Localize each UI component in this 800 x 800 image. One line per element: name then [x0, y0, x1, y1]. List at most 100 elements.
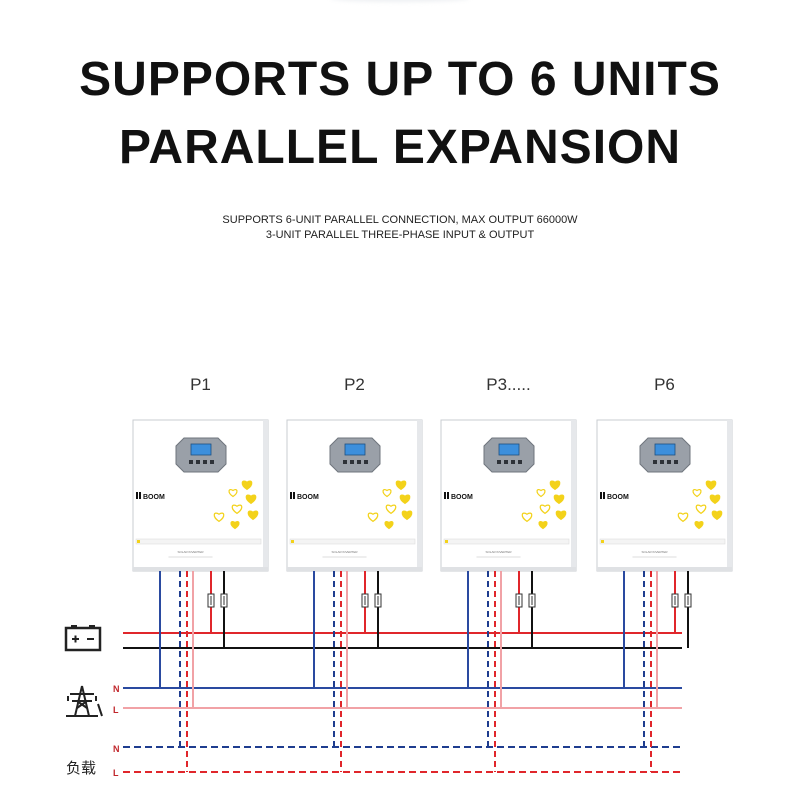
headline-line-1: SUPPORTS UP TO 6 UNITS [79, 53, 721, 106]
inverter-bottom-edge [597, 567, 732, 571]
panel-button [653, 460, 657, 464]
logo-mark [600, 492, 602, 499]
warning-label-icon [289, 538, 416, 545]
heart-cluster-icon [539, 504, 551, 515]
warning-label-icon [135, 538, 262, 545]
heart-cluster-icon [382, 489, 392, 498]
unit-label: P3..... [486, 375, 530, 394]
panel-button [511, 460, 515, 464]
panel-button [203, 460, 207, 464]
heart-cluster-icon [245, 494, 257, 505]
logo-mark [139, 492, 141, 499]
heart-cluster-icon [709, 494, 721, 505]
panel-button [350, 460, 354, 464]
panel-button [357, 460, 361, 464]
inverter-side-edge [417, 420, 422, 571]
warning-triangle [445, 540, 448, 543]
grid-n-letter: N [113, 684, 120, 694]
panel-button [518, 460, 522, 464]
heart-cluster-icon [711, 510, 723, 521]
inverter-side-edge [727, 420, 732, 571]
inverter-bottom-edge [133, 567, 268, 571]
brand-logo: BOOM [297, 494, 319, 501]
inverter-bottom-edge [287, 567, 422, 571]
heart-cluster-icon [399, 494, 411, 505]
warning-triangle [137, 540, 140, 543]
warning-triangle [291, 540, 294, 543]
panel-button [364, 460, 368, 464]
panel-button [504, 460, 508, 464]
logo-mark [447, 492, 449, 499]
logo-mark [603, 492, 605, 499]
brand-logo: BOOM [607, 494, 629, 501]
warning-label-icon [599, 538, 726, 545]
logo-mark [444, 492, 446, 499]
panel-button [660, 460, 664, 464]
heart-cluster-icon [677, 512, 689, 523]
heart-cluster-icon [384, 521, 394, 530]
unit-label: P6 [654, 375, 675, 394]
panel-button [497, 460, 501, 464]
unit-label: P2 [344, 375, 365, 394]
inverter-side-edge [571, 420, 576, 571]
heart-cluster-icon [241, 480, 253, 491]
warning-triangle [601, 540, 604, 543]
model-label: SOLAR INVERTER [177, 550, 204, 554]
lcd-screen-icon [344, 443, 366, 456]
subheadline-line-2: 3-UNIT PARALLEL THREE-PHASE INPUT & OUTP… [265, 229, 535, 241]
logo-mark [136, 492, 138, 499]
logo-mark [293, 492, 295, 499]
heart-cluster-icon [367, 512, 379, 523]
grid-l-letter: L [113, 705, 119, 715]
inverter-side-edge [263, 420, 268, 571]
model-label: SOLAR INVERTER [331, 550, 358, 554]
wires-layer [123, 571, 692, 773]
heart-cluster-icon [553, 494, 565, 505]
model-label: SOLAR INVERTER [485, 550, 512, 554]
heart-cluster-icon [213, 512, 225, 523]
logo-mark [290, 492, 292, 499]
heart-cluster-icon [247, 510, 259, 521]
top-shadow [330, 0, 470, 2]
heart-cluster-icon [695, 504, 707, 515]
model-label: SOLAR INVERTER [641, 550, 668, 554]
heart-cluster-icon [549, 480, 561, 491]
warning-label-icon [443, 538, 570, 545]
brand-logo: BOOM [451, 494, 473, 501]
load-label: 负载 [66, 759, 96, 777]
panel-button [674, 460, 678, 464]
inverter-bottom-edge [441, 567, 576, 571]
subheadline-line-1: SUPPORTS 6-UNIT PARALLEL CONNECTION, MAX… [222, 214, 578, 226]
heart-cluster-icon [385, 504, 397, 515]
unit-label: P1 [190, 375, 211, 394]
lcd-screen-icon [654, 443, 676, 456]
panel-button [210, 460, 214, 464]
load-n-letter: N [113, 744, 120, 754]
lcd-screen-icon [190, 443, 212, 456]
inverter-unit: P3..... BOOM SOLAR INVERTER [440, 375, 577, 572]
panel-button [196, 460, 200, 464]
heart-cluster-icon [231, 504, 243, 515]
brand-logo: BOOM [143, 494, 165, 501]
heart-cluster-icon [395, 480, 407, 491]
battery-icon [64, 625, 102, 652]
headline-line-2: PARALLEL EXPANSION [118, 121, 682, 174]
heart-cluster-icon [536, 489, 546, 498]
panel-button [667, 460, 671, 464]
power-tower-icon [66, 685, 103, 717]
heart-cluster-icon [692, 489, 702, 498]
heart-cluster-icon [228, 489, 238, 498]
heart-cluster-icon [230, 521, 240, 530]
heart-cluster-icon [401, 510, 413, 521]
lcd-screen-icon [498, 443, 520, 456]
heart-cluster-icon [555, 510, 567, 521]
heart-cluster-icon [694, 521, 704, 530]
heart-cluster-icon [521, 512, 533, 523]
panel-button [343, 460, 347, 464]
heart-cluster-icon [538, 521, 548, 530]
panel-button [189, 460, 193, 464]
